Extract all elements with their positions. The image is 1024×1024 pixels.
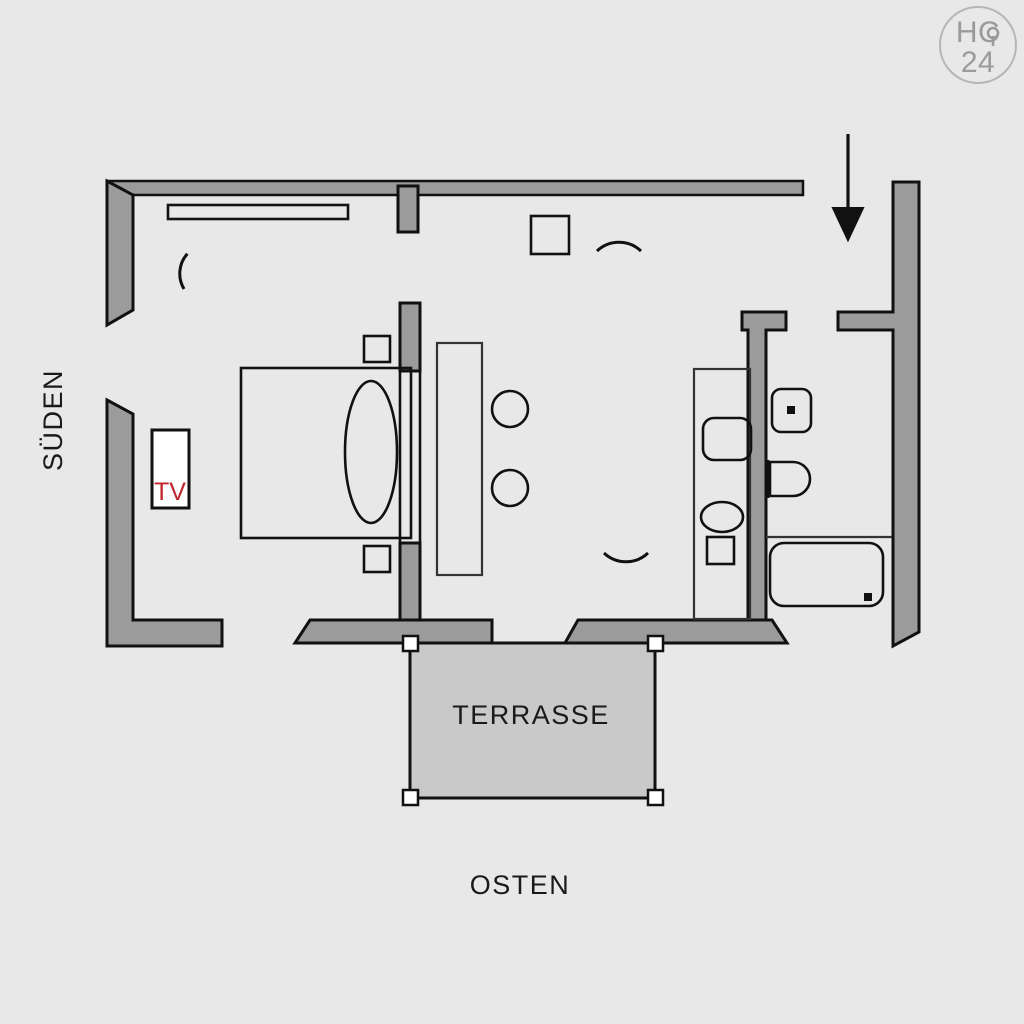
label-sueden: SÜDEN [38,369,68,471]
label-terrasse: TERRASSE [452,700,610,730]
wall-center-upper [398,301,422,373]
wall-top [105,179,805,197]
labels-group: SÜDEN TERRASSE OSTEN TV [38,369,610,900]
wall-stub-top [396,184,420,234]
door-swings-group [178,240,650,564]
terrace-area [408,641,657,800]
sideboard [435,341,484,577]
kitchen-appliance [705,535,736,566]
terrace-corner-tl [401,634,420,653]
bathtub [768,541,885,608]
stool-upper [490,389,530,429]
wall-right [836,180,921,649]
toilet [768,460,812,498]
washbasin-drain [787,406,795,414]
nightstand-bottom [362,544,392,574]
label-tv: TV [154,478,186,506]
terrace-corner-bl [401,788,420,807]
furniture-group [150,203,892,621]
door-swing-bathroom [602,551,650,564]
nightstand-top [362,334,392,364]
bed [239,366,413,540]
bathtub-drain [864,593,872,601]
terrace-corner-tr [646,634,665,653]
wall-left-upper [105,178,135,328]
wall-bathroom-divider [740,310,788,622]
walls-group [105,178,921,649]
wall-bottom-left [292,618,494,645]
label-osten: OSTEN [470,870,571,900]
wardrobe-long [166,203,350,221]
door-swing-entry-left [178,252,189,290]
washbasin [770,387,813,434]
kitchen-sink [701,416,753,462]
wall-left-lower [105,397,224,648]
terrace-group [401,634,665,807]
kitchen-counter [692,367,752,621]
door-swing-top-middle [595,240,643,253]
bed-pillow [343,379,399,525]
wall-bottom-right [562,618,790,645]
logo-circle-outline [939,6,1017,84]
tv-unit [150,428,191,510]
stool-lower [490,468,530,508]
kitchen-hob [699,500,745,534]
logo-line-2: 24 [961,46,995,79]
terrace-corner-br [646,788,665,807]
wall-center-lower [398,541,422,622]
hc24-logo: HC 24 [939,6,1017,84]
cabinet-top [529,214,571,256]
entry-arrow-head [831,207,865,243]
entry-arrow-group [831,134,865,243]
